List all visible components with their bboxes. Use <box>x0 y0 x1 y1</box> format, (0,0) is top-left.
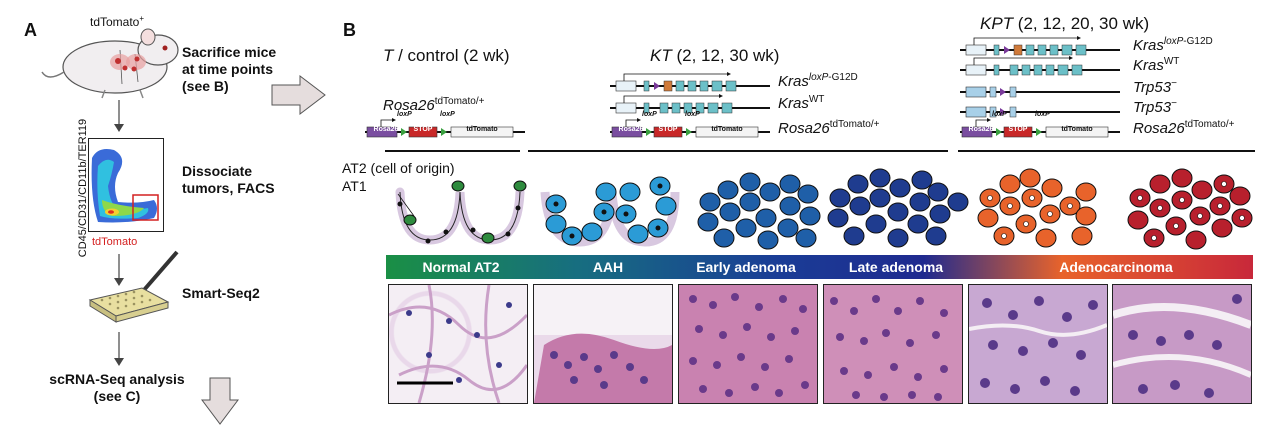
step-smartseq-text: Smart-Seq2 <box>182 285 260 301</box>
allele-kras-mut-kpt: KrasloxP-G12D <box>1133 36 1213 54</box>
step-analysis-text: scRNA-Seq analysis (see C) <box>49 371 185 404</box>
plate-illustration <box>88 250 179 323</box>
aah-cells <box>540 176 680 247</box>
step-dissociate-text: Dissociate tumors, FACS <box>182 163 275 196</box>
loxp-label-kt-1: loxP <box>642 111 657 118</box>
early-adenoma-cells <box>697 172 821 250</box>
allele-kras-wt-kt: KrasWT <box>778 94 825 112</box>
late-adenoma-cells <box>827 168 969 248</box>
at2-label: AT2 (cell of origin) <box>342 160 455 176</box>
allele-kras-wt-kpt: KrasWT <box>1133 56 1180 74</box>
stop-box-label: STOP <box>413 126 433 133</box>
allele-rosa26-kpt: Rosa26tdTomato/+ <box>1133 119 1235 137</box>
panel-b-label: B <box>343 20 356 40</box>
facs-x-axis-label: tdTomato <box>92 236 138 248</box>
allele-trp53-kpt-2: Trp53− <box>1133 98 1177 116</box>
arrow-to-panel-c <box>201 377 239 425</box>
kpt-adenoma-cells <box>977 168 1097 248</box>
rosa26-box-label-kpt: Rosa26 <box>968 126 994 133</box>
stage-gradient-bar: Normal AT2 AAH Early adenoma Late adenom… <box>386 255 1253 279</box>
loxp-label-kpt-2: loxP <box>1035 111 1050 118</box>
step-sacrifice-text: Sacrifice mice at time points (see B) <box>182 44 277 94</box>
stage-early-adenoma: Early adenoma <box>696 259 796 275</box>
at1-label: AT1 <box>342 178 367 194</box>
down-arrow-3 <box>114 332 124 366</box>
panel-a-label: A <box>24 20 37 40</box>
stage-normal-at2: Normal AT2 <box>422 259 500 275</box>
arrow-to-panel-b <box>271 74 326 116</box>
cell-progression-cartoons <box>395 168 1253 250</box>
rosa26-box-label-kt: Rosa26 <box>618 126 644 133</box>
micrograph-adenocarcinoma-2 <box>1112 284 1252 404</box>
mouse-illustration <box>41 28 179 99</box>
allele-trp53-kpt-1: Trp53− <box>1133 78 1177 96</box>
tdtomato-box-label-kt: tdTomato <box>711 126 743 133</box>
micrograph-late-adenoma <box>823 284 963 404</box>
loxp-label-1: loxP <box>397 111 412 118</box>
stage-late-adenoma: Late adenoma <box>848 259 944 275</box>
normal-alveoli <box>395 180 527 245</box>
stage-aah: AAH <box>592 259 624 275</box>
micrograph-adenocarcinoma-1 <box>968 284 1108 404</box>
stop-box-label-kt: STOP <box>658 126 678 133</box>
stop-box-label-kpt: STOP <box>1008 126 1028 133</box>
tdtomato-box-label: tdTomato <box>466 126 498 133</box>
allele-rosa26-kt: Rosa26tdTomato/+ <box>778 119 880 137</box>
micrograph-aah <box>533 284 673 404</box>
group-title-kpt: KPT (2, 12, 20, 30 wk) <box>980 14 1150 33</box>
facs-plot <box>88 138 164 232</box>
allele-rosa26-control: Rosa26tdTomato/+ <box>383 96 485 114</box>
allele-kras-mut-kt: KrasloxP-G12D <box>778 72 858 90</box>
mouse-label: tdTomato+ <box>90 14 145 29</box>
micrograph-early-adenoma <box>678 284 818 404</box>
rosa26-box-label: Rosa26 <box>373 126 399 133</box>
loxp-label-kt-2: loxP <box>685 111 700 118</box>
loxp-label-2: loxP <box>440 111 455 118</box>
tdtomato-box-label-kpt: tdTomato <box>1061 126 1093 133</box>
micrograph-normal <box>388 284 528 404</box>
group-title-control: T / control (2 wk) <box>383 46 510 65</box>
loxp-label-kpt-1: loxP <box>992 111 1007 118</box>
genotype-constructs <box>364 35 1255 152</box>
adenocarcinoma-cells <box>1127 168 1253 250</box>
down-arrow-1 <box>114 100 124 132</box>
down-arrow-2 <box>114 254 124 286</box>
stage-adenocarcinoma: Adenocarcinoma <box>1059 259 1173 275</box>
group-title-kt: KT (2, 12, 30 wk) <box>650 46 780 65</box>
